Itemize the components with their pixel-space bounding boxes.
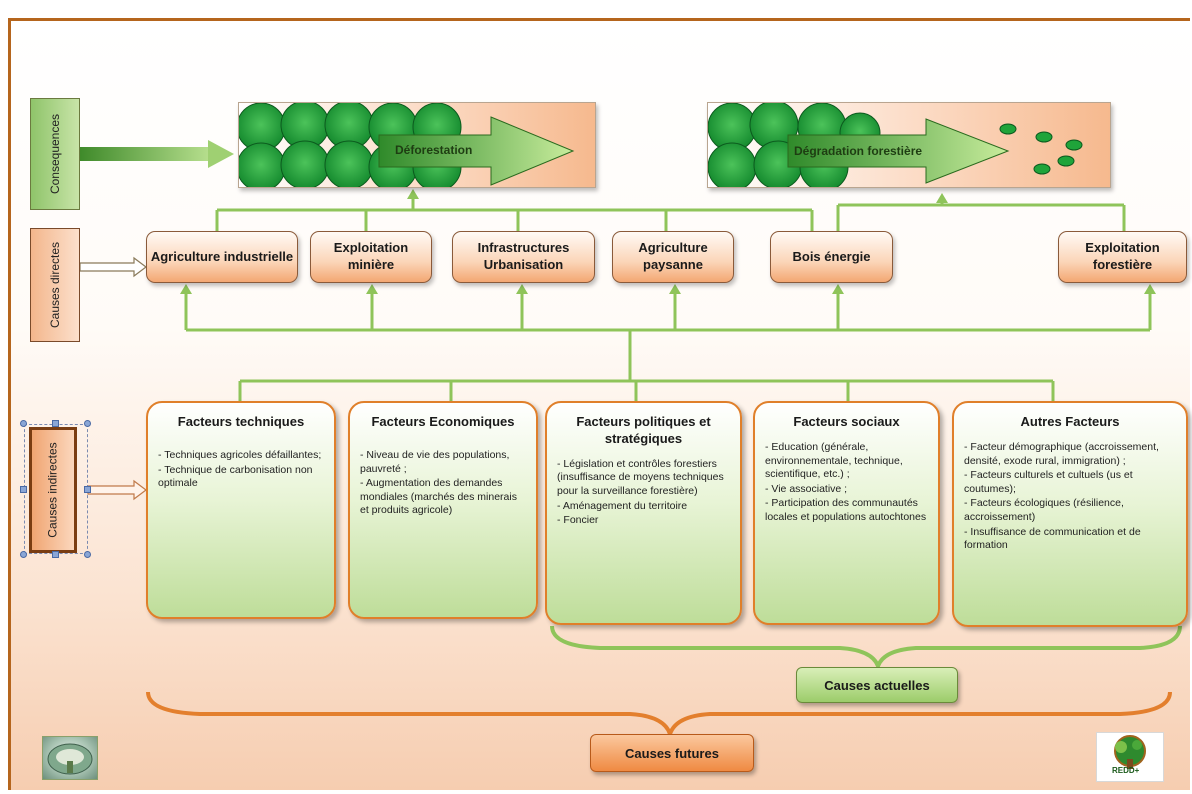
direct-cause-exploitation-forestiere: Exploitation forestière — [1058, 231, 1187, 283]
resize-handle-br[interactable] — [84, 551, 91, 558]
direct-cause-agriculture-paysanne: Agriculture paysanne — [612, 231, 734, 283]
degradation-label: Dégradation forestière — [794, 144, 923, 158]
factor-item: - Facteur démographique (accroissement, … — [964, 440, 1159, 467]
factor-item: - Education (générale, environnementale,… — [765, 440, 903, 481]
causes-directes-label-text: Causes directes — [48, 241, 63, 329]
factor-item: - Participation des communautés locales … — [765, 497, 927, 524]
factor-title: Facteurs techniques — [177, 414, 305, 429]
resize-handle-tr[interactable] — [84, 420, 91, 427]
factor-title: Facteurs sociaux — [793, 414, 900, 429]
redd-logo — [1096, 732, 1164, 782]
factor-title: Autres Facteurs — [1020, 414, 1120, 429]
brace-futures — [146, 691, 1172, 741]
redd-logo-text: REDD+ — [1112, 766, 1140, 775]
factor-box-sociaux: Facteurs sociaux - Education (générale, … — [753, 401, 940, 625]
factor-item: - Niveau de vie des populations, pauvret… — [360, 448, 510, 475]
resize-handle-r[interactable] — [84, 486, 91, 493]
up-arrowheads-direct — [180, 284, 1156, 294]
up-arrowheads-top — [407, 189, 948, 203]
factor-item: - Augmentation des demandes mondiales (m… — [360, 477, 517, 517]
brace-actuelles — [550, 625, 1182, 672]
factor-box-autres: Autres Facteurs - Facteur démographique … — [952, 401, 1188, 627]
resize-handle-bl[interactable] — [20, 551, 27, 558]
indirect-to-direct-lines — [184, 291, 1152, 402]
deforestation-label: Déforestation — [395, 143, 473, 157]
resize-handle-tl[interactable] — [20, 420, 27, 427]
factor-item: - Facteurs écologiques (résilience, accr… — [964, 497, 1124, 524]
consequences-label: Consequences — [30, 98, 80, 210]
indirect-label-arrow — [87, 479, 147, 501]
resize-handle-b[interactable] — [52, 551, 59, 558]
causes-futures-label: Causes futures — [590, 734, 754, 772]
redd-tree-icon — [1114, 735, 1146, 769]
direct-cause-agriculture-industrielle: Agriculture industrielle — [146, 231, 298, 283]
factor-item: - Insuffisance de communication et de fo… — [964, 525, 1141, 552]
causes-indirectes-label-text: Causes indirectes — [46, 442, 61, 538]
organization-logo-left — [42, 736, 98, 780]
factor-title: Facteurs politiques et stratégiques — [576, 414, 711, 446]
factor-title: Facteurs Economiques — [371, 414, 515, 429]
direct-cause-infrastructures: Infrastructures Urbanisation — [452, 231, 595, 283]
degraded-forest-icon — [708, 103, 1083, 187]
consequences-arrow — [80, 140, 234, 168]
direct-cause-exploitation-miniere: Exploitation minière — [310, 231, 432, 283]
direct-cause-bois-energie: Bois énergie — [770, 231, 893, 283]
forest-icon — [239, 103, 575, 187]
resize-handle-l[interactable] — [20, 486, 27, 493]
earth-logo-icon — [47, 743, 93, 775]
factor-item: - Législation et contrôles forestiers (i… — [557, 457, 724, 498]
factor-item: - Techniques agricoles défaillantes; — [158, 448, 322, 461]
direct-to-consequence-lines — [215, 192, 1126, 231]
factor-item: - Technique de carbonisation non optimal… — [158, 463, 313, 490]
factor-item: - Aménagement du territoire — [557, 499, 688, 512]
consequences-label-text: Consequences — [48, 113, 62, 195]
deforestation-box: Déforestation — [238, 102, 596, 188]
direct-label-arrow — [79, 256, 147, 278]
factor-item: - Foncier — [557, 514, 599, 527]
causes-directes-label: Causes directes — [30, 228, 80, 342]
factor-box-politiques: Facteurs politiques et stratégiques - Lé… — [545, 401, 742, 625]
resize-handle-t[interactable] — [52, 420, 59, 427]
degradation-box: Dégradation forestière — [707, 102, 1111, 188]
factor-box-techniques: Facteurs techniques - Techniques agricol… — [146, 401, 336, 619]
factor-item: - Vie associative ; — [765, 482, 848, 495]
factor-box-economiques: Facteurs Economiques - Niveau de vie des… — [348, 401, 538, 619]
causes-actuelles-label: Causes actuelles — [796, 667, 958, 703]
causes-indirectes-label[interactable]: Causes indirectes — [29, 427, 77, 553]
factor-item: - Facteurs culturels et cultuels (us et … — [964, 469, 1133, 495]
